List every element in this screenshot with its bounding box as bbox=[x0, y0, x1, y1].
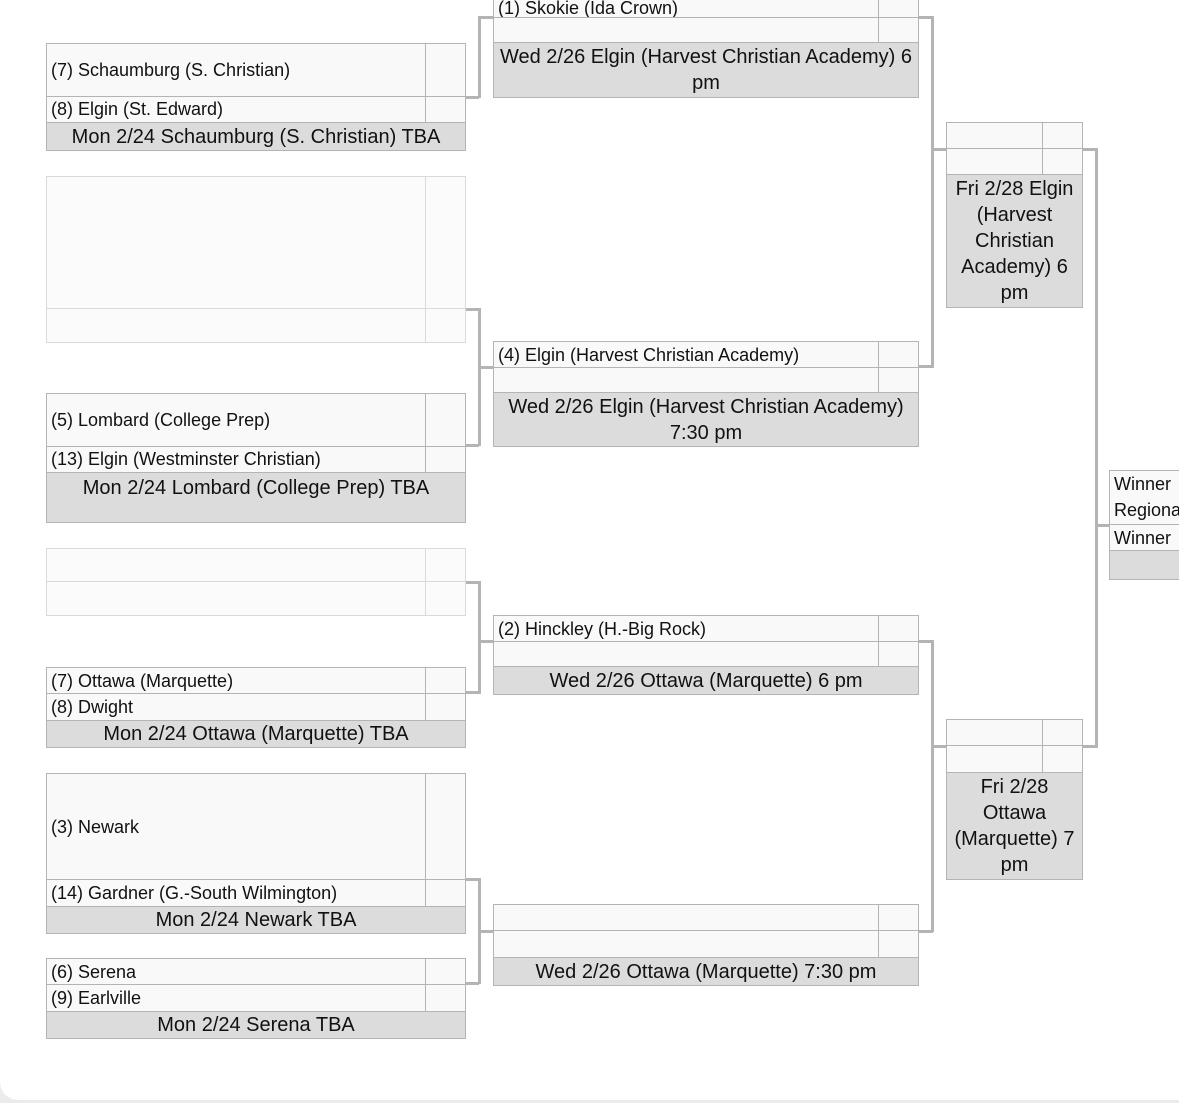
connector-line bbox=[931, 745, 946, 748]
empty-slot bbox=[46, 176, 466, 310]
empty-slot bbox=[46, 548, 466, 583]
team-name: (5) Lombard (College Prep) bbox=[51, 410, 271, 430]
connector-line bbox=[919, 16, 933, 19]
bracket-slot[interactable]: (8) Elgin (St. Edward) bbox=[46, 96, 466, 123]
bracket-slot[interactable] bbox=[946, 122, 1083, 150]
game-info: Wed 2/26 Elgin (Harvest Christian Academ… bbox=[493, 392, 919, 447]
connector-line bbox=[478, 308, 481, 446]
connector-line bbox=[1095, 148, 1098, 748]
bracket-slot[interactable]: (7) Schaumburg (S. Christian) bbox=[46, 43, 466, 98]
team-name: (8) Dwight bbox=[51, 696, 134, 717]
connector-line bbox=[478, 640, 493, 643]
game-info: Mon 2/24 Schaumburg (S. Christian) TBA bbox=[46, 122, 466, 151]
bracket-slot[interactable] bbox=[493, 930, 919, 958]
team-name: Winner bbox=[1114, 527, 1172, 548]
game-info: Mon 2/24 Serena TBA bbox=[46, 1011, 466, 1039]
connector-line bbox=[919, 930, 933, 933]
connector-line bbox=[931, 148, 946, 151]
bracket-slot[interactable] bbox=[493, 17, 919, 44]
team-name: (4) Elgin (Harvest Christian Academy) bbox=[498, 344, 800, 365]
game-info: Wed 2/26 Ottawa (Marquette) 7:30 pm bbox=[493, 957, 919, 986]
team-name: Winner bbox=[1114, 474, 1172, 494]
team-name: (1) Skokie (Ida Crown) bbox=[498, 0, 679, 17]
connector-line bbox=[466, 96, 479, 99]
connector-line bbox=[1095, 524, 1109, 527]
game-info: Wed 2/26 Ottawa (Marquette) 6 pm bbox=[493, 666, 919, 695]
team-name: (3) Newark bbox=[51, 816, 140, 837]
bracket-slot[interactable]: (2) Hinckley (H.-Big Rock) bbox=[493, 615, 919, 643]
connector-line bbox=[466, 308, 479, 311]
team-name: (6) Serena bbox=[51, 961, 137, 982]
bracket-slot[interactable] bbox=[946, 719, 1083, 747]
bracket-slot[interactable]: (9) Earlville bbox=[46, 984, 466, 1012]
bracket-slot[interactable] bbox=[493, 367, 919, 394]
connector-line bbox=[1083, 148, 1097, 151]
connector-line bbox=[919, 640, 933, 643]
connector-line bbox=[466, 982, 479, 985]
connector-line bbox=[478, 930, 493, 933]
team-name: (8) Elgin (St. Edward) bbox=[51, 99, 224, 119]
team-name: (9) Earlville bbox=[51, 987, 142, 1008]
connector-line bbox=[478, 16, 493, 19]
connector-line bbox=[466, 878, 479, 881]
connector-line bbox=[466, 444, 479, 447]
bracket-slot[interactable] bbox=[946, 148, 1083, 176]
game-info bbox=[1109, 550, 1179, 580]
team-name: (14) Gardner (G.-South Wilmington) bbox=[51, 882, 338, 903]
connector-line bbox=[931, 16, 934, 368]
game-info: Mon 2/24 Newark TBA bbox=[46, 906, 466, 934]
bracket-slot[interactable]: (4) Elgin (Harvest Christian Academy) bbox=[493, 341, 919, 369]
team-name: (7) Ottawa (Marquette) bbox=[51, 670, 234, 691]
bracket-slot[interactable]: (14) Gardner (G.-South Wilmington) bbox=[46, 879, 466, 907]
connector-line bbox=[931, 640, 934, 932]
bracket-slot[interactable]: (8) Dwight bbox=[46, 693, 466, 721]
bracket-slot[interactable]: (7) Ottawa (Marquette) bbox=[46, 667, 466, 695]
bracket-slot[interactable]: (13) Elgin (Westminster Christian) bbox=[46, 446, 466, 473]
empty-slot bbox=[46, 308, 466, 343]
bracket-slot[interactable]: (6) Serena bbox=[46, 958, 466, 986]
bracket-slot[interactable]: Winner bbox=[1109, 524, 1179, 552]
game-info: Wed 2/26 Elgin (Harvest Christian Academ… bbox=[493, 42, 919, 98]
bracket-slot[interactable]: (3) Newark bbox=[46, 773, 466, 881]
team-name: (7) Schaumburg (S. Christian) bbox=[51, 60, 291, 80]
bracket-slot[interactable] bbox=[493, 641, 919, 668]
connector-line bbox=[478, 16, 481, 98]
team-name: (2) Hinckley (H.-Big Rock) bbox=[498, 618, 707, 639]
team-name: (13) Elgin (Westminster Christian) bbox=[51, 449, 321, 469]
team-name: Regional bbox=[1114, 500, 1179, 520]
connector-line bbox=[1083, 745, 1097, 748]
game-info: Mon 2/24 Ottawa (Marquette) TBA bbox=[46, 720, 466, 748]
connector-line bbox=[478, 366, 493, 369]
connector-line bbox=[478, 581, 481, 694]
connector-line bbox=[466, 581, 479, 584]
bracket-slot[interactable] bbox=[946, 745, 1083, 773]
bracket-slot[interactable] bbox=[493, 904, 919, 932]
empty-slot bbox=[46, 581, 466, 616]
bracket-slot[interactable]: Winner Regional bbox=[1109, 470, 1179, 526]
bracket-slot[interactable]: (5) Lombard (College Prep) bbox=[46, 393, 466, 448]
sectional-column: Winner Regional Winner bbox=[1109, 470, 1179, 582]
game-info: Mon 2/24 Lombard (College Prep) TBA bbox=[46, 472, 466, 523]
game-info: Fri 2/28 Ottawa (Marquette) 7 pm bbox=[946, 772, 1083, 880]
connector-line bbox=[919, 365, 933, 368]
connector-line bbox=[466, 691, 479, 694]
game-info: Fri 2/28 Elgin (Harvest Christian Academ… bbox=[946, 174, 1083, 308]
